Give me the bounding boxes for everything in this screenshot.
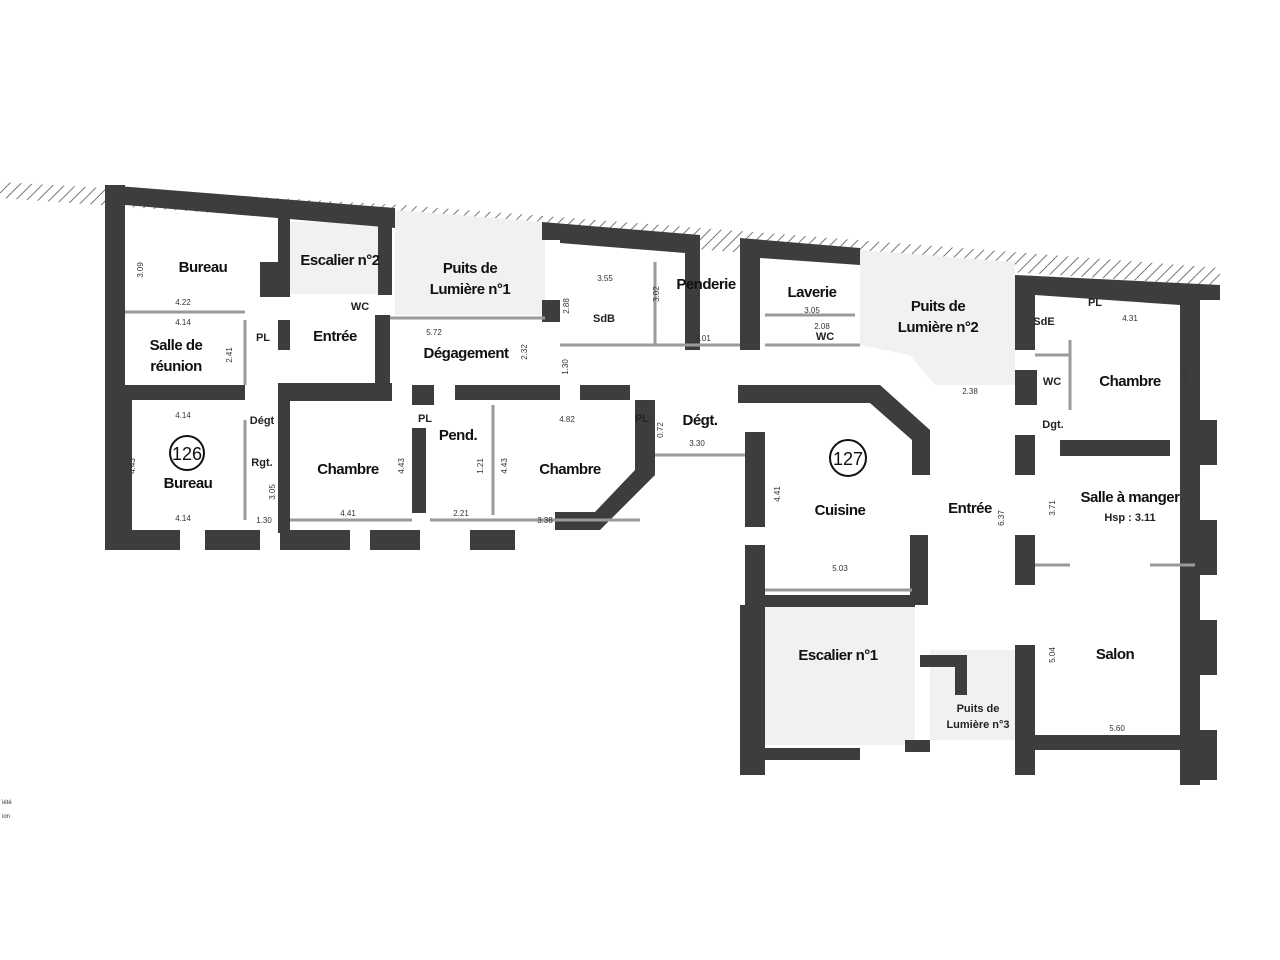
unit-127-marker: 127 [829, 439, 867, 477]
svg-text:3.05: 3.05 [268, 484, 277, 500]
label-wc: WC [351, 301, 369, 313]
svg-text:2.21: 2.21 [453, 509, 469, 518]
svg-text:4.43: 4.43 [128, 458, 137, 474]
label-salle-reunion-b: réunion [150, 358, 202, 375]
label-salon: Salon [1096, 646, 1135, 663]
svg-text:2.38: 2.38 [962, 387, 978, 396]
label-pend: Pend. [439, 427, 478, 444]
svg-text:4.14: 4.14 [175, 411, 191, 420]
label-salle-a-manger: Salle à manger [1081, 489, 1181, 506]
label-bureau-126: Bureau [164, 475, 213, 492]
svg-text:3.02: 3.02 [652, 286, 661, 302]
light-shaft-2 [860, 250, 1015, 385]
label-hsp: Hsp : 3.11 [1104, 512, 1155, 524]
svg-text:5.72: 5.72 [426, 328, 442, 337]
walls-left [105, 185, 700, 550]
room-labels: Bureau Escalier n°2 Puits de Lumière n°1… [150, 252, 1181, 731]
label-wc-right: WC [1043, 376, 1061, 388]
svg-text:126: 126 [172, 444, 202, 464]
staircase-2-area [290, 222, 390, 294]
svg-text:4.31: 4.31 [1122, 314, 1138, 323]
light-shaft-1 [395, 210, 545, 315]
svg-text:1.21: 1.21 [476, 458, 485, 474]
label-escalier-2: Escalier n°2 [300, 252, 379, 269]
label-cuisine: Cuisine [815, 502, 866, 519]
svg-text:4.22: 4.22 [175, 298, 191, 307]
label-pl: PL [256, 332, 270, 344]
label-dgt: Dgt. [1042, 419, 1063, 431]
legend-line-1: iété [2, 800, 12, 806]
staircase-1-area [765, 605, 915, 745]
label-puits-1-a: Puits de [443, 260, 498, 277]
svg-text:4.43: 4.43 [397, 458, 406, 474]
unit-126-marker: 126 [169, 435, 205, 471]
walls-right [738, 238, 1220, 785]
label-degt-mid: Dégt. [683, 412, 718, 429]
svg-text:5.04: 5.04 [1048, 647, 1057, 663]
svg-text:127: 127 [833, 449, 863, 469]
label-entree-right: Entrée [948, 500, 992, 517]
label-puits-1-b: Lumière n°1 [430, 281, 511, 298]
label-degt: Dégt [250, 415, 275, 427]
svg-text:4.41: 4.41 [773, 486, 782, 502]
svg-text:3.09: 3.09 [136, 262, 145, 278]
svg-text:2.08: 2.08 [814, 322, 830, 331]
label-rgt: Rgt. [251, 457, 272, 469]
legend-line-2: ion [2, 814, 10, 820]
svg-text:2.41: 2.41 [225, 347, 234, 363]
svg-text:1.30: 1.30 [256, 516, 272, 525]
label-salle-reunion-a: Salle de [150, 337, 203, 354]
svg-text:2.32: 2.32 [520, 344, 529, 360]
svg-text:4.61: 4.61 [1181, 368, 1190, 384]
label-pl-mid: PL [418, 413, 432, 425]
label-chambre-3: Chambre [1099, 373, 1161, 390]
svg-text:2.88: 2.88 [562, 298, 571, 314]
svg-text:3.01: 3.01 [695, 334, 711, 343]
svg-text:4.41: 4.41 [340, 509, 356, 518]
dimension-labels: 3.09 4.22 4.14 2.41 4.14 4.43 3.05 4.14 … [128, 262, 1190, 733]
svg-text:5.03: 5.03 [832, 564, 848, 573]
label-wc-mid: WC [816, 331, 834, 343]
svg-text:4.14: 4.14 [175, 318, 191, 327]
label-pl-right: PL [1088, 297, 1102, 309]
label-chambre-1: Chambre [317, 461, 379, 478]
label-penderie: Penderie [676, 276, 736, 293]
svg-text:3.71: 3.71 [1048, 500, 1057, 516]
svg-text:1.30: 1.30 [561, 359, 570, 375]
label-puits-2-a: Puits de [911, 298, 966, 315]
label-puits-3-b: Lumière n°3 [946, 719, 1009, 731]
svg-text:3.05: 3.05 [804, 306, 820, 315]
svg-text:3.38: 3.38 [537, 516, 553, 525]
label-puits-2-b: Lumière n°2 [898, 319, 979, 336]
label-escalier-1: Escalier n°1 [798, 647, 877, 664]
svg-text:3.30: 3.30 [689, 439, 705, 448]
svg-text:4.43: 4.43 [500, 458, 509, 474]
svg-text:4.82: 4.82 [559, 415, 575, 424]
label-pl-degt: PL [635, 413, 649, 425]
label-bureau: Bureau [179, 259, 228, 276]
label-sdb: SdB [593, 313, 615, 325]
svg-text:5.60: 5.60 [1109, 724, 1125, 733]
label-degagement: Dégagement [423, 345, 509, 362]
svg-text:0.72: 0.72 [656, 422, 665, 438]
svg-text:4.14: 4.14 [175, 514, 191, 523]
label-chambre-2: Chambre [539, 461, 601, 478]
svg-text:3.55: 3.55 [597, 274, 613, 283]
label-entree: Entrée [313, 328, 357, 345]
label-sde: SdE [1033, 316, 1054, 328]
svg-text:6.37: 6.37 [997, 510, 1006, 526]
label-laverie: Laverie [787, 284, 836, 301]
label-puits-3-a: Puits de [957, 703, 1000, 715]
partitions [125, 262, 1195, 592]
